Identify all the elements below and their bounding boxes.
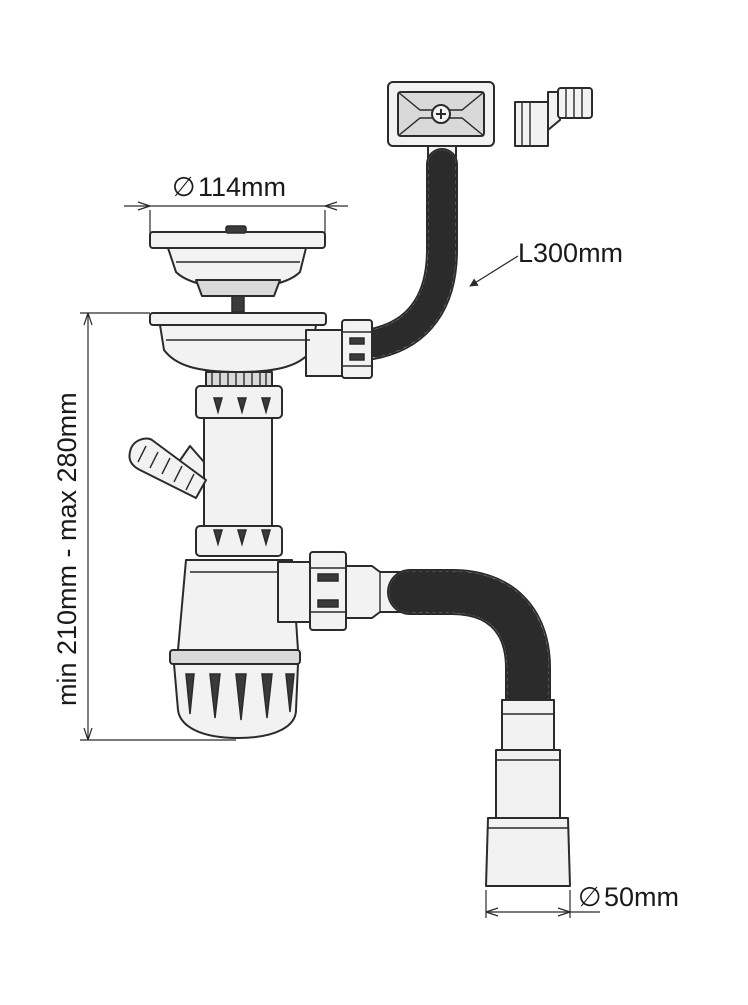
diameter-symbol: ∅ — [578, 882, 602, 912]
overflow-hose-length-label: L300mm — [518, 238, 623, 268]
vertical-tailpiece — [203, 417, 273, 529]
trap-cleaning-cap — [169, 649, 301, 739]
strainer-basket — [149, 225, 326, 297]
outlet-hose — [387, 569, 551, 725]
outlet-diameter-label: 50mm — [604, 882, 679, 912]
sink-flange-body — [149, 312, 347, 387]
lower-nut — [195, 525, 283, 557]
height-range-label: min 210mm - max 280mm — [52, 392, 82, 706]
bottle-trap-body — [177, 559, 315, 651]
dimension-overflow-hose-length: L300mm — [469, 238, 623, 287]
overflow-elbow-connector — [514, 87, 593, 147]
overflow-coupling-nut — [341, 319, 373, 379]
dimension-height-range: min 210mm - max 280mm — [52, 312, 236, 741]
outlet-tube — [485, 699, 571, 887]
upper-nut — [195, 385, 283, 419]
dimension-outlet-diameter: ∅ 50mm — [485, 882, 679, 918]
diameter-symbol: ∅ — [172, 172, 196, 202]
dimension-strainer-diameter: ∅ 114mm — [124, 172, 348, 240]
strainer-diameter-label: 114mm — [198, 172, 286, 202]
stopper-stem — [231, 295, 245, 313]
appliance-inlet-spigot — [128, 437, 207, 499]
overflow-hose — [356, 148, 458, 360]
outlet-coupling-nut — [309, 551, 347, 631]
